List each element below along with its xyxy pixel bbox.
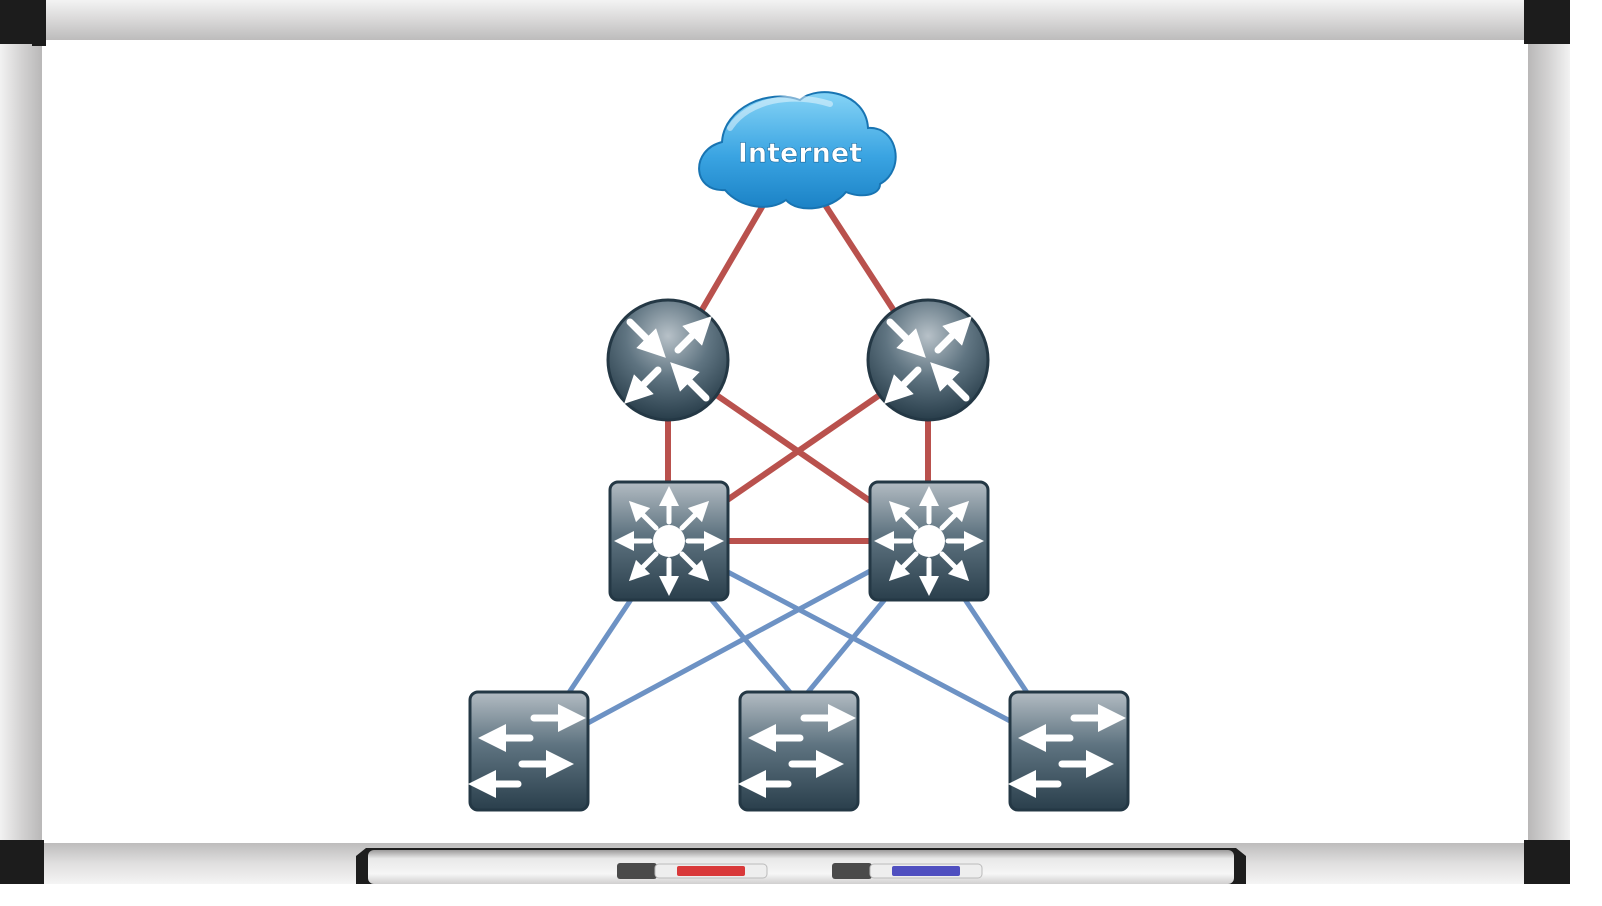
marker-tray xyxy=(356,848,1246,884)
link-internet-router-right xyxy=(815,191,903,323)
link-dist-left-access-right xyxy=(721,567,1015,725)
access-center-switch-icon[interactable] xyxy=(738,690,860,812)
link-dist-left-access-left xyxy=(563,595,635,700)
internet-cloud-icon: Internet xyxy=(698,91,897,210)
corner-top-right xyxy=(1524,0,1570,44)
corner-bottom-left xyxy=(0,840,44,884)
link-router-left-dist-right xyxy=(709,389,879,508)
uplink-links xyxy=(665,191,931,544)
link-dist-right-access-center xyxy=(801,595,889,700)
router-right-icon[interactable] xyxy=(866,298,990,422)
link-router-right-dist-left xyxy=(717,389,887,508)
link-dist-right-access-left xyxy=(583,567,875,727)
link-internet-router-left xyxy=(693,204,765,323)
access-right-switch-icon[interactable] xyxy=(1008,690,1130,812)
router-left-icon[interactable] xyxy=(606,298,730,422)
marker-red[interactable] xyxy=(617,863,768,879)
marker-blue[interactable] xyxy=(832,863,983,879)
distribution-right-switch-icon[interactable] xyxy=(868,480,990,602)
distribution-left-switch-icon[interactable] xyxy=(608,480,730,602)
link-dist-left-access-center xyxy=(707,595,797,700)
link-dist-right-access-right xyxy=(961,595,1033,700)
corner-bottom-right xyxy=(1524,840,1570,884)
access-left-switch-icon[interactable] xyxy=(468,690,590,812)
internet-label: Internet xyxy=(738,138,862,169)
downlink-links xyxy=(563,567,1033,727)
